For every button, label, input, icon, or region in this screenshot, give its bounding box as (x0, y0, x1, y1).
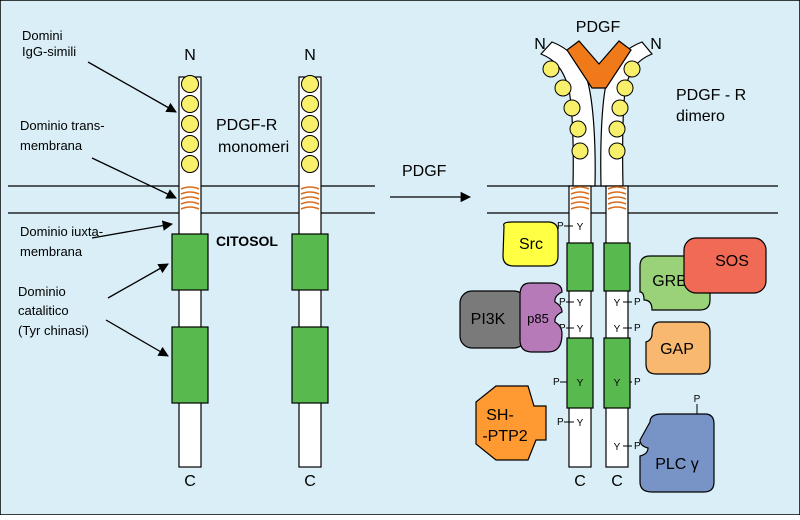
transmembrane-helix (300, 186, 320, 210)
plc-gamma-label: PLC γ (655, 456, 699, 473)
src-label: Src (519, 236, 543, 253)
tyr-label: Y (614, 378, 621, 389)
pdgf-arrow-label: PDGF (402, 163, 447, 180)
label-domini-igg: Domini (22, 28, 63, 43)
protein-pi3k: PI3K (459, 290, 527, 349)
label-transmembrane: Dominio trans- (20, 118, 105, 133)
kinase-domain-2 (291, 326, 329, 404)
kinase-domain-1 (566, 242, 594, 292)
tyr-label: Y (577, 222, 584, 233)
kinase-domain-2 (603, 337, 631, 409)
dimer-label: PDGF - R (676, 87, 746, 104)
kinase-domain-2 (171, 326, 209, 404)
label-catalytic: Dominio (18, 284, 66, 299)
p85-label: p85 (527, 311, 549, 326)
monomer-right (291, 75, 329, 468)
sos-label: SOS (715, 253, 749, 270)
transmembrane-helix (607, 186, 627, 210)
c-terminus-label: C (304, 473, 316, 490)
phosphotyrosines: Y P Y P Y P Y P Y P Y P Y P Y P Y P (553, 221, 641, 453)
protein-p85: p85 (519, 282, 563, 353)
label-catalytic: catalitico (18, 303, 69, 318)
kinase-domain-2 (566, 337, 594, 409)
protein-shptp2: SH- -PTP2 (475, 385, 547, 461)
protein-sos: SOS (683, 237, 767, 294)
phospho-label: P (634, 323, 641, 334)
label-juxtamembrane: membrana (20, 244, 83, 259)
phospho-label: P (557, 417, 564, 428)
tyr-label: Y (577, 378, 584, 389)
shptp2-label: -PTP2 (482, 428, 527, 445)
kinase-domain-1 (603, 242, 631, 292)
n-terminus-label: N (534, 36, 546, 53)
pi3k-label: PI3K (471, 311, 506, 328)
tyr-label: Y (577, 298, 584, 309)
phospho-label: P (694, 394, 701, 405)
monomer-label: PDGF-R (216, 117, 277, 134)
igg-domains (542, 60, 641, 160)
monomer-label: monomeri (218, 139, 289, 156)
kinase-domain-1 (291, 233, 329, 291)
tyr-label: Y (614, 324, 621, 335)
protein-gap: GAP (645, 321, 711, 375)
label-catalytic: (Tyr chinasi) (18, 323, 89, 338)
pdgf-ligand (566, 40, 632, 89)
kinase-domain-1 (171, 233, 209, 291)
label-domini-igg: IgG-simili (22, 44, 76, 59)
pointer-arrows (87, 61, 177, 357)
protein-src: Src (502, 221, 559, 267)
n-terminus-label: N (650, 36, 662, 53)
phospho-label: P (559, 297, 566, 308)
phospho-label: P (634, 297, 641, 308)
label-transmembrane: membrana (20, 138, 83, 153)
phospho-label: P (557, 221, 564, 232)
tyr-label: Y (577, 418, 584, 429)
transmembrane-helix (180, 186, 200, 210)
label-juxtamembrane: Dominio iuxta- (20, 224, 103, 239)
c-terminus-label: C (611, 473, 623, 490)
n-terminus-label: N (304, 47, 316, 64)
cytosol-label: CITOSOL (216, 233, 278, 249)
c-terminus-label: C (184, 473, 196, 490)
c-terminus-label: C (574, 473, 586, 490)
igg-domains (301, 75, 319, 173)
n-terminus-label: N (184, 47, 196, 64)
monomer-left (171, 75, 209, 468)
phospho-label: P (634, 377, 641, 388)
phospho-label: P (559, 323, 566, 334)
gap-label: GAP (660, 341, 694, 358)
transmembrane-helix (570, 186, 590, 210)
tyr-label: Y (614, 298, 621, 309)
phospho-label: P (634, 441, 641, 452)
dimer-label: dimero (676, 108, 725, 125)
protein-plc-gamma: P PLC γ (639, 394, 715, 493)
phospho-label: P (553, 377, 560, 388)
tyr-label: Y (577, 324, 584, 335)
igg-domains (181, 75, 199, 173)
tyr-label: Y (614, 442, 621, 453)
pdgf-ligand-label: PDGF (576, 19, 621, 36)
dimer-receptor (539, 41, 653, 468)
shptp2-label: SH- (486, 407, 514, 424)
